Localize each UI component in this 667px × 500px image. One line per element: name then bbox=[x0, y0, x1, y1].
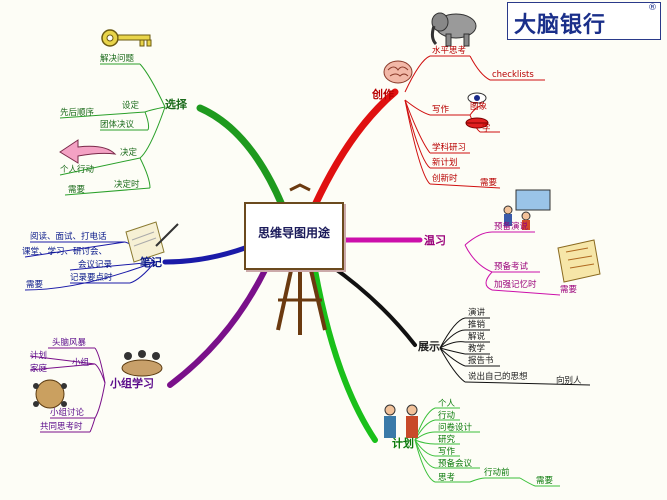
present-item: 向别人 bbox=[556, 376, 582, 386]
plan-item: 问卷设计 bbox=[438, 423, 473, 433]
plan-item: 个人 bbox=[438, 399, 456, 409]
registered-mark: ® bbox=[648, 3, 657, 13]
create-item: 图象 bbox=[470, 102, 488, 112]
group-item: 计划 bbox=[30, 351, 48, 361]
branch-create-title: 创作 bbox=[372, 88, 394, 101]
plan-item: 思考 bbox=[438, 473, 456, 483]
branch-group-title: 小组学习 bbox=[110, 377, 154, 390]
group-item: 家庭 bbox=[30, 364, 48, 374]
present-item: 报告书 bbox=[468, 356, 494, 366]
review-item: 预备演说 bbox=[494, 222, 529, 232]
pink-arrow-icon bbox=[59, 139, 117, 164]
key-icon bbox=[101, 29, 152, 47]
plan-item: 行动前 bbox=[484, 468, 510, 478]
choose-item: 先后顺序 bbox=[60, 108, 95, 118]
brain-icon bbox=[383, 60, 413, 84]
review-item: 需要 bbox=[560, 285, 578, 295]
lips-icon bbox=[465, 117, 489, 129]
elephant-icon bbox=[430, 12, 477, 47]
review-item: 加强记忆时 bbox=[494, 280, 537, 290]
center-topic: 思维导图用途 bbox=[244, 202, 344, 270]
notes-item: 课堂、学习、研讨会、 bbox=[22, 247, 108, 257]
branch-notes-title: 笔记 bbox=[140, 256, 162, 269]
choose-item: 个人行动 bbox=[60, 165, 95, 175]
choose-item: 决定 bbox=[120, 148, 138, 158]
branch-present-title: 展示 bbox=[418, 340, 440, 353]
plan-item: 写作 bbox=[438, 447, 456, 457]
notes-item: 记录要点时 bbox=[70, 273, 113, 283]
plan-item: 研究 bbox=[438, 435, 456, 445]
create-item: checklists bbox=[492, 70, 534, 80]
meeting-table-icon bbox=[121, 350, 163, 377]
present-item: 演讲 bbox=[468, 308, 486, 318]
group-item: 共同思考时 bbox=[40, 422, 83, 432]
group-item: 小组讨论 bbox=[50, 408, 85, 418]
center-topic-label: 思维导图用途 bbox=[257, 226, 330, 240]
choose-item: 决定时 bbox=[114, 180, 140, 190]
notes-item: 会议记录 bbox=[78, 260, 113, 270]
group-item: 头脑风暴 bbox=[52, 338, 87, 348]
create-item: 写作 bbox=[432, 105, 450, 115]
quill-document-icon bbox=[125, 221, 179, 263]
branch-choose-title: 选择 bbox=[165, 98, 187, 111]
round-table-icon bbox=[33, 379, 67, 409]
map-sheets-icon bbox=[557, 239, 601, 283]
create-item: 水平思考 bbox=[432, 46, 467, 56]
branch-review-title: 温习 bbox=[424, 234, 446, 247]
eye-icon bbox=[467, 92, 487, 104]
planners-icon bbox=[384, 404, 418, 438]
create-item: 字 bbox=[482, 124, 491, 134]
plan-item: 行动 bbox=[438, 411, 456, 421]
plan-item: 预备会议 bbox=[438, 459, 473, 469]
branch-plan-title: 计划 bbox=[392, 437, 414, 450]
create-item: 新计划 bbox=[432, 158, 458, 168]
choose-item: 解决问题 bbox=[100, 54, 135, 64]
present-item: 教学 bbox=[468, 344, 486, 354]
present-item: 推销 bbox=[468, 320, 486, 330]
review-item: 预备考试 bbox=[494, 262, 529, 272]
create-item: 需要 bbox=[480, 178, 498, 188]
plan-item: 需要 bbox=[536, 476, 554, 486]
teacher-group-icon bbox=[503, 189, 551, 230]
present-item: 说出自己的思想 bbox=[468, 372, 528, 382]
choose-item: 需要 bbox=[68, 185, 86, 195]
choose-item: 设定 bbox=[122, 101, 140, 111]
brand-name: 大脑银行 bbox=[514, 12, 607, 38]
easel-icon bbox=[276, 183, 327, 335]
present-item: 解说 bbox=[468, 332, 486, 342]
brand-logo: 大脑银行 ® bbox=[507, 2, 661, 40]
notes-item: 阅读、面试、打电话 bbox=[30, 232, 107, 242]
create-item: 学科研习 bbox=[432, 143, 467, 153]
notes-item: 需要 bbox=[26, 280, 44, 290]
choose-item: 团体决议 bbox=[100, 120, 135, 130]
create-item: 创新时 bbox=[432, 174, 458, 184]
group-item: 小组 bbox=[72, 358, 90, 368]
